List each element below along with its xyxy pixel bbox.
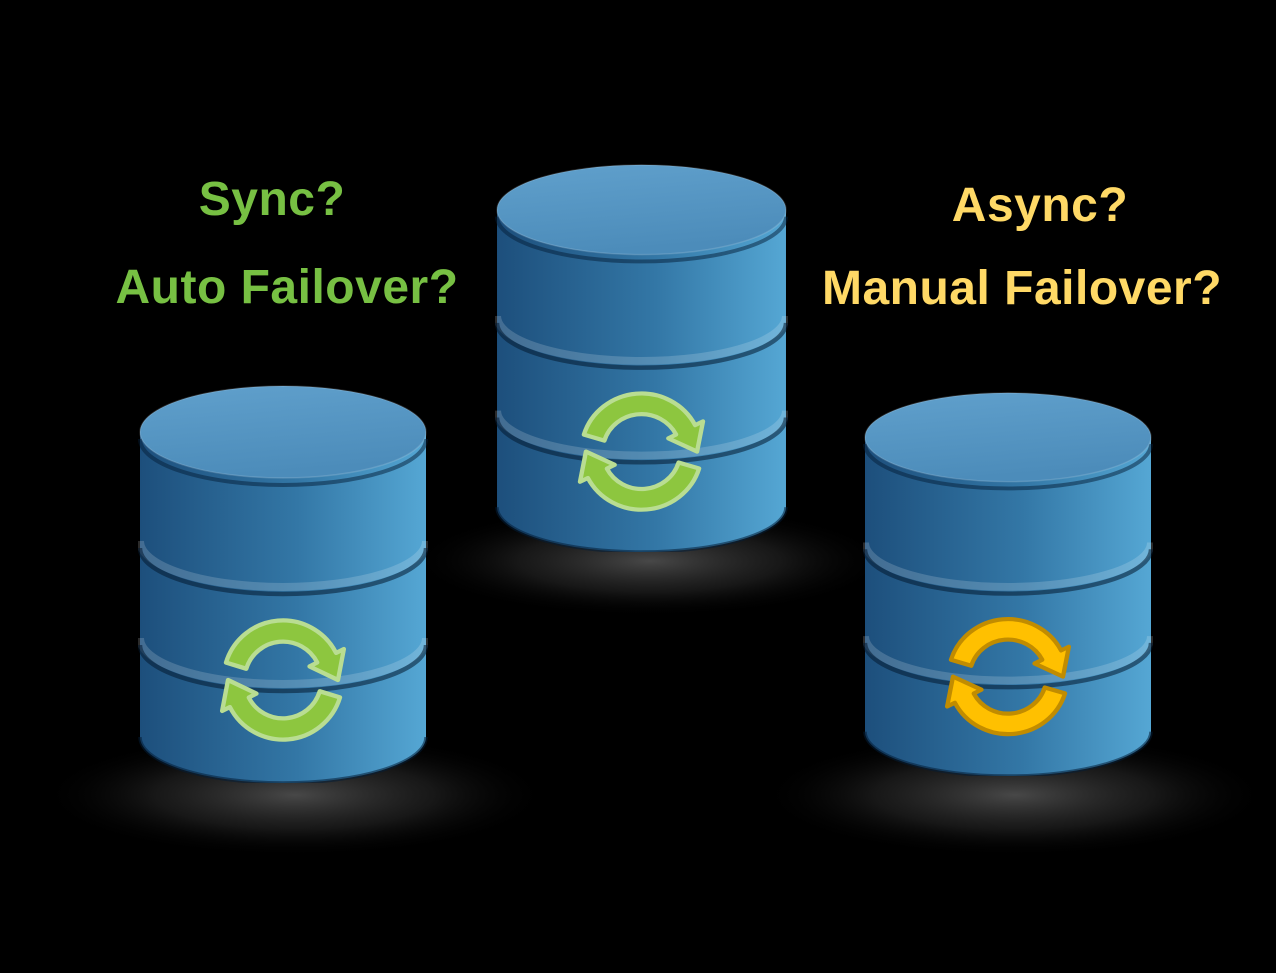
async-caption-line2: Manual Failover? <box>821 262 1223 315</box>
database-left <box>140 386 426 783</box>
sync-caption-line1: Sync? <box>198 173 346 226</box>
shadow-right <box>760 733 1270 857</box>
async-caption-line1: Async? <box>951 179 1129 232</box>
database-right <box>865 393 1151 776</box>
sync-caption-line2: Auto Failover? <box>115 261 459 314</box>
database-center <box>497 165 786 552</box>
